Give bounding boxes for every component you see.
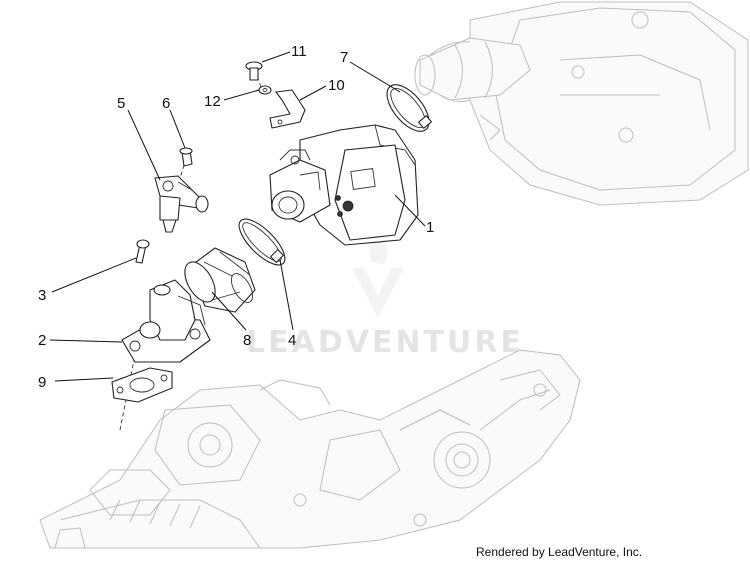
screw-part-6 [179, 147, 193, 167]
hose-clamp-upper-part [386, 84, 432, 132]
gasket-part [111, 367, 173, 403]
callout-3: 3 [38, 287, 46, 304]
leader-1 [394, 194, 426, 227]
callout-8: 8 [243, 332, 251, 349]
callout-labels: 1 2 3 4 5 6 7 8 9 10 11 12 [38, 43, 434, 391]
watermark: LEADVENTURE [246, 228, 524, 360]
callout-12: 12 [204, 93, 221, 110]
airbox-background [414, 1, 749, 206]
bracket-part [269, 89, 306, 129]
callout-1: 1 [426, 219, 434, 236]
engine-background [39, 349, 581, 549]
callout-4: 4 [288, 332, 296, 349]
leader-3 [51, 257, 137, 293]
washer-part-12 [258, 85, 272, 95]
callout-7: 7 [340, 49, 348, 66]
intake-manifold-part [184, 247, 256, 313]
leader-4 [279, 259, 294, 331]
callout-5: 5 [117, 95, 125, 112]
callout-6: 6 [162, 95, 170, 112]
intake-flange-part [121, 279, 211, 363]
callout-11: 11 [291, 43, 307, 60]
bolt-part-11 [245, 61, 263, 81]
leader-2 [49, 339, 123, 343]
credit-text: Rendered by LeadVenture, Inc. [476, 545, 643, 559]
watermark-text: LEADVENTURE [246, 325, 524, 360]
leader-8 [211, 291, 247, 331]
leader-lines [49, 51, 426, 382]
leader-7 [349, 61, 401, 93]
callout-2: 2 [38, 332, 46, 349]
bolt-part-3 [135, 239, 150, 264]
fuel-injector-part [154, 175, 209, 233]
leader-6 [169, 109, 186, 149]
leader-11 [261, 51, 291, 63]
watermark-logo-icon [352, 228, 404, 318]
hose-clamp-lower-part [238, 218, 286, 266]
leader-12 [223, 89, 260, 101]
callout-9: 9 [38, 374, 46, 391]
throttle-body-part [269, 124, 419, 246]
callout-10: 10 [328, 77, 345, 94]
leader-10 [299, 85, 327, 101]
leader-9 [54, 377, 114, 382]
leader-5 [127, 109, 161, 181]
